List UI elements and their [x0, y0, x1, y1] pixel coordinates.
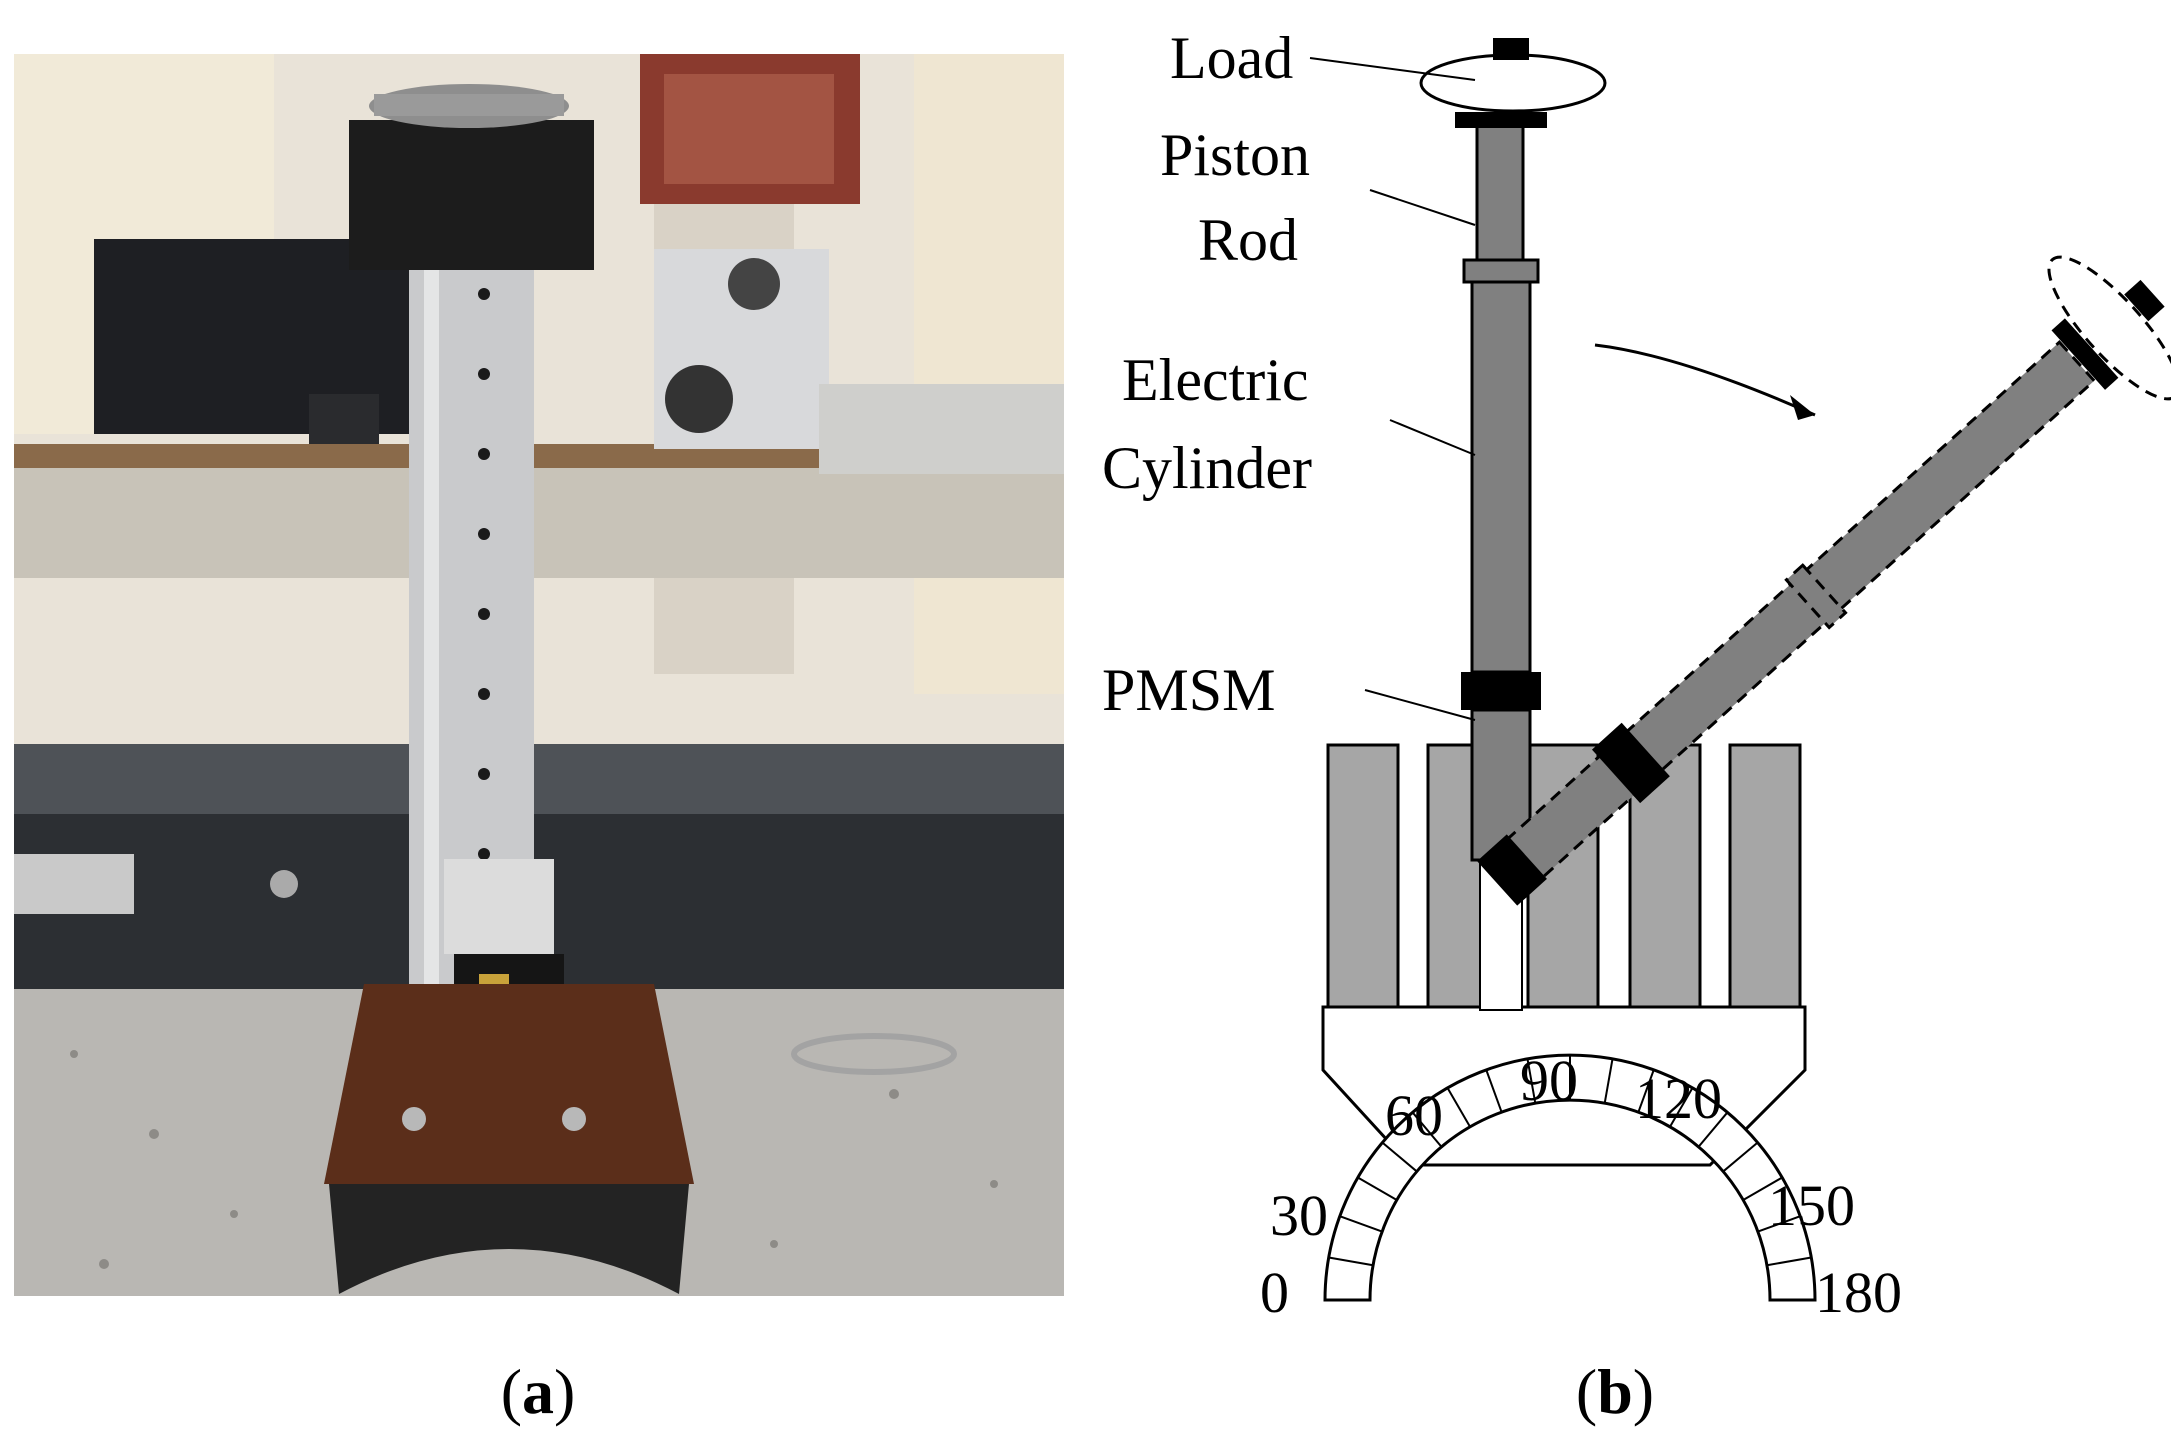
monitor: [94, 239, 439, 434]
scale-tick: [1637, 1069, 1655, 1113]
control-box: [819, 384, 1064, 474]
scale-tick: [1328, 1256, 1374, 1267]
caption-a-letter: a: [522, 1356, 554, 1427]
pmsm-label: PMSM: [1102, 657, 1275, 723]
scale-tick: [1357, 1176, 1398, 1201]
caption-b: (b): [1575, 1356, 1655, 1427]
piston-rod-label-2: Rod: [1198, 207, 1298, 273]
scale-tick: [1526, 1058, 1537, 1104]
pmsm-collar: [1461, 672, 1541, 710]
caption-a: (a): [500, 1356, 576, 1427]
scale-tick: [1742, 1176, 1783, 1201]
scale-label-60: 60: [1385, 1083, 1443, 1148]
scale-tick: [1697, 1111, 1729, 1148]
cylinder-label-2: Cylinder: [1102, 435, 1312, 501]
base-plate: [324, 984, 694, 1184]
test-bench: [14, 744, 1064, 814]
rotation-arrow: [1594, 343, 1816, 417]
top-block: [349, 120, 594, 270]
scale-tick: [1446, 1087, 1471, 1128]
cylinder-label-1: Electric: [1122, 347, 1309, 413]
cylinder-body: [1470, 280, 1532, 674]
scale-label-180: 180: [1815, 1260, 1902, 1325]
scale-tick: [1339, 1215, 1383, 1233]
scale-tick: [1669, 1087, 1694, 1128]
motor-housing-blocks: [1326, 743, 1802, 1009]
scale-tick: [1411, 1111, 1443, 1148]
load-disc: [1419, 53, 1607, 113]
scale-tick: [1603, 1058, 1614, 1104]
piston-rod: [1475, 123, 1525, 267]
schematic-diagram: Load Piston Rod Electric Cylinder PMSM 0…: [1102, 25, 2171, 1325]
scale-label-90: 90: [1520, 1048, 1578, 1113]
scale-tick: [1757, 1215, 1801, 1233]
electric-cylinder-vertical: [1419, 38, 1607, 1011]
caption-b-letter: b: [1597, 1356, 1633, 1427]
scale-label-150: 150: [1768, 1173, 1855, 1238]
scale-label-120: 120: [1635, 1066, 1722, 1131]
piston-rod-label-1: Piston: [1160, 122, 1310, 188]
test-rig-photo: [14, 54, 1064, 1296]
angle-scale: [1323, 1053, 1817, 1302]
schematic-panel: Load Piston Rod Electric Cylinder PMSM 0…: [1080, 0, 2171, 1340]
scale-label-0: 0: [1260, 1260, 1289, 1325]
load-label: Load: [1170, 25, 1293, 91]
scale-tick: [1485, 1069, 1503, 1113]
scale-label-30: 30: [1270, 1183, 1328, 1248]
electric-cylinder-tilted: [1477, 255, 2171, 906]
scale-tick: [1722, 1141, 1759, 1173]
photo-panel: [14, 54, 1064, 1296]
scale-tick: [1766, 1256, 1812, 1267]
scale-tick: [1381, 1141, 1418, 1173]
